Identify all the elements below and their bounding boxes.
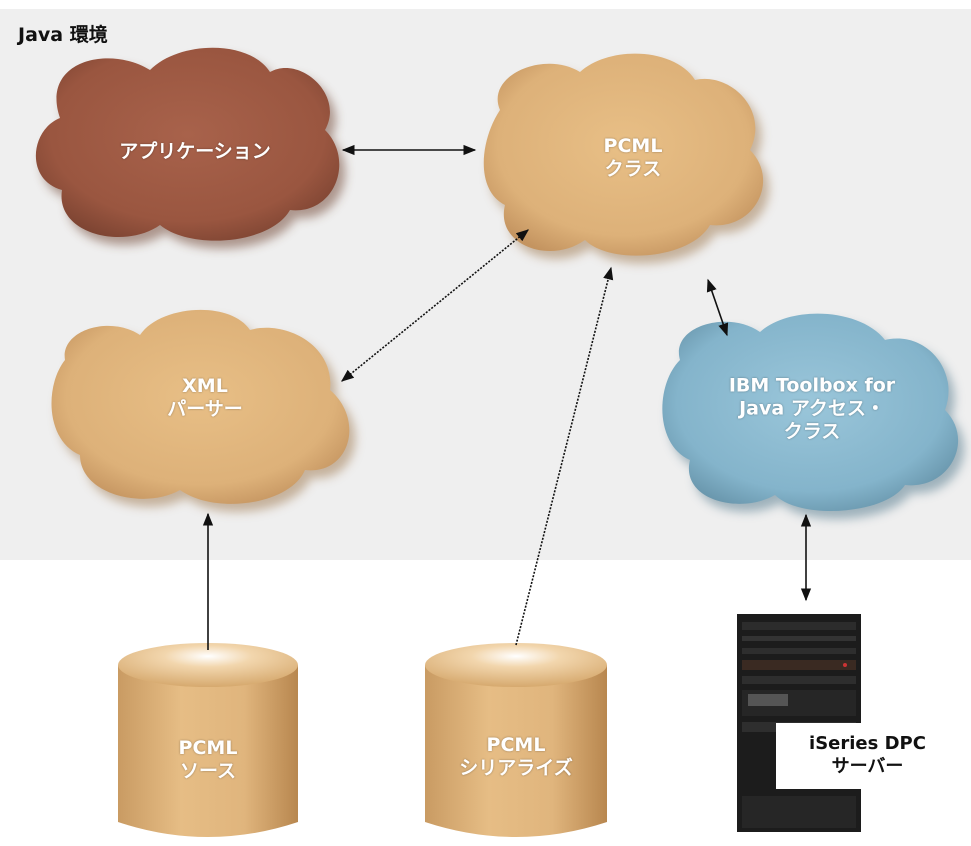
toolbox-label-line: Java アクセス・: [739, 397, 885, 420]
pcml-serialized-label-line: PCML: [486, 734, 546, 756]
xml-parser-label: XML パーサー: [167, 375, 243, 421]
pcml-source-label-line: ソース: [179, 760, 237, 782]
pcml-classes-label-line: クラス: [604, 158, 662, 180]
application-label-line: アプリケーション: [119, 140, 271, 163]
arrow-pcml-toolbox: [706, 278, 729, 337]
server-label: iSeries DPC サーバー: [776, 723, 959, 789]
pcml-source-label-line: PCML: [178, 737, 238, 759]
server-label-line: iSeries DPC: [809, 733, 926, 754]
pcml-source-cylinder: [118, 643, 298, 837]
pcml-serialized-label: PCML シリアライズ: [459, 734, 572, 780]
arrow-pcml-xml-parser: [341, 229, 529, 382]
server-label-line: サーバー: [831, 756, 904, 777]
arrow-serialized-to-pcml: [515, 266, 614, 646]
xml-parser-label-line: XML: [182, 375, 228, 397]
pcml-classes-label-line: PCML: [603, 135, 663, 157]
pcml-source-label: PCML ソース: [179, 737, 238, 783]
application-label: アプリケーション: [119, 141, 271, 164]
pcml-serialized-cylinder: [425, 643, 607, 837]
toolbox-label-line: クラス: [783, 420, 841, 443]
toolbox-cloud: [662, 313, 965, 520]
pcml-classes-cloud: [483, 53, 770, 264]
pcml-classes-label: PCML クラス: [604, 135, 663, 181]
java-environment-title: Java 環境: [18, 24, 108, 46]
xml-parser-cloud: [51, 309, 356, 512]
xml-parser-label-line: パーサー: [167, 398, 243, 420]
application-cloud: [35, 47, 346, 249]
toolbox-label-line: IBM Toolbox for: [728, 374, 896, 397]
pcml-serialized-label-line: シリアライズ: [459, 757, 573, 779]
toolbox-label: IBM Toolbox for Java アクセス・ クラス: [729, 375, 895, 444]
